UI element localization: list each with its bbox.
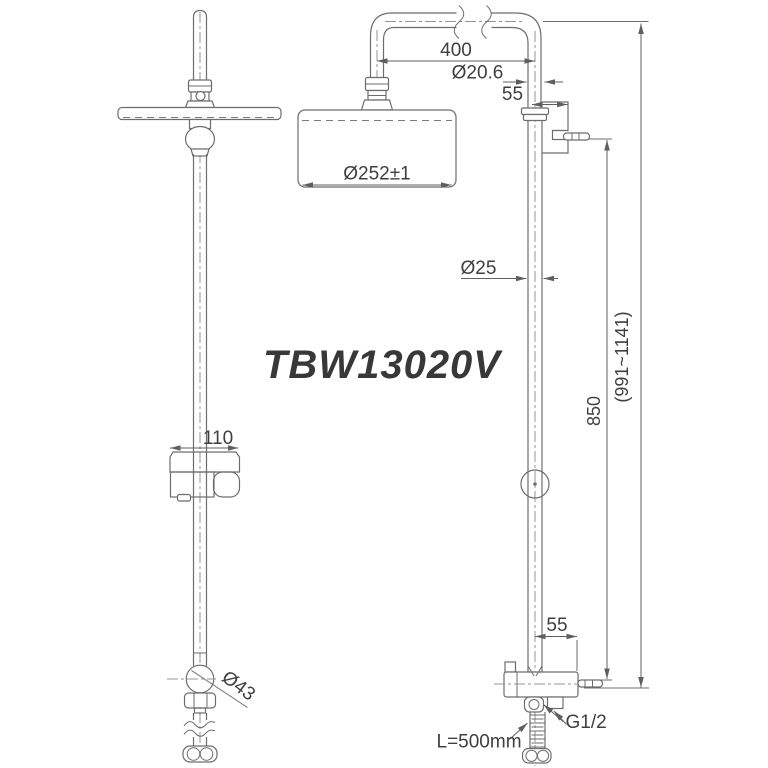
front-view: [297, 5, 604, 766]
dim-connection-thread: G1/2: [566, 712, 607, 733]
hose-break-line: [183, 721, 216, 729]
dim-column-pipe-diameter: Ø25: [461, 258, 497, 279]
wall-bracket: [520, 101, 591, 154]
dim-hose-length: L=500mm: [437, 732, 522, 753]
side-top-pipe: [192, 9, 208, 80]
side-hose-nut: [183, 692, 217, 709]
gooseneck-arm: [369, 5, 542, 108]
dim-bottom-wall-offset: 55: [546, 615, 567, 636]
pipe-break-symbol: [453, 5, 465, 39]
dimension-annotations: 400 Ø20.6 55 Ø252±1 Ø25 850 (991~1141) 1…: [170, 21, 649, 753]
dim-head-diameter: Ø252±1: [343, 164, 410, 185]
dim-top-wall-offset: 55: [502, 84, 523, 105]
dim-arm-pipe-diameter: Ø20.6: [452, 63, 504, 84]
dim-valve-body-width: 110: [203, 428, 233, 449]
dim-overall-height: (991~1141): [612, 311, 632, 402]
side-ball-joint: [184, 125, 216, 153]
valve-outlet-square: [546, 696, 564, 710]
slide-holder: [520, 469, 550, 499]
side-valve-body: [169, 451, 241, 502]
dim-column-height: 850: [584, 396, 604, 426]
flex-hose: [521, 712, 552, 764]
model-code: TBW13020V: [263, 343, 503, 387]
handle-leader-line: [191, 670, 248, 708]
front-valve-body: [494, 661, 604, 713]
bracket-pin: [562, 132, 591, 141]
valve-outlet-pin: [577, 679, 604, 688]
dim-top-arm-length: 400: [440, 40, 472, 61]
dim-handle-diameter: Ø43: [218, 667, 259, 705]
side-view: [117, 9, 282, 763]
